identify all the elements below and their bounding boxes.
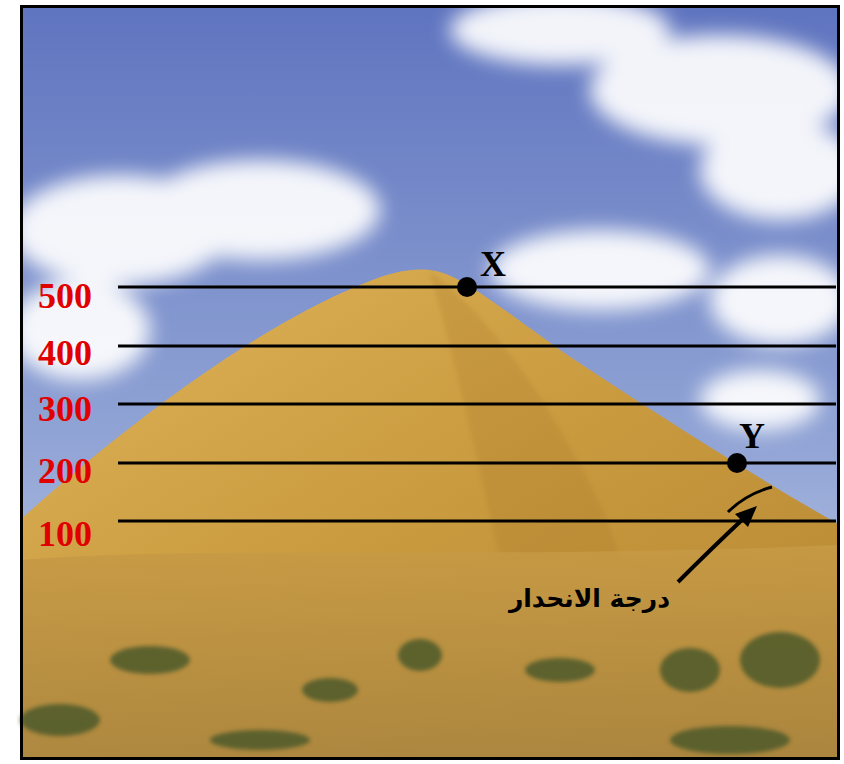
contour-lines — [118, 287, 836, 521]
point-label: Y — [739, 418, 765, 454]
slope-arc — [728, 487, 772, 512]
mountain — [20, 270, 840, 760]
elevation-label: 400 — [38, 335, 92, 371]
mountain-shade — [430, 272, 620, 560]
elevation-label: 500 — [38, 278, 92, 314]
elevation-label: 200 — [38, 453, 92, 489]
frame — [22, 7, 839, 759]
slope-label: درجة الانحدار — [509, 586, 670, 611]
arrow-head — [735, 506, 757, 527]
elevation-label: 300 — [38, 391, 92, 427]
point-x-dot — [457, 277, 477, 297]
point-y-dot — [727, 453, 747, 473]
elevation-label: 100 — [38, 516, 92, 552]
point-label: X — [480, 246, 506, 282]
leader-arrow — [678, 518, 744, 582]
ground — [20, 545, 840, 760]
shrubs — [20, 632, 820, 754]
